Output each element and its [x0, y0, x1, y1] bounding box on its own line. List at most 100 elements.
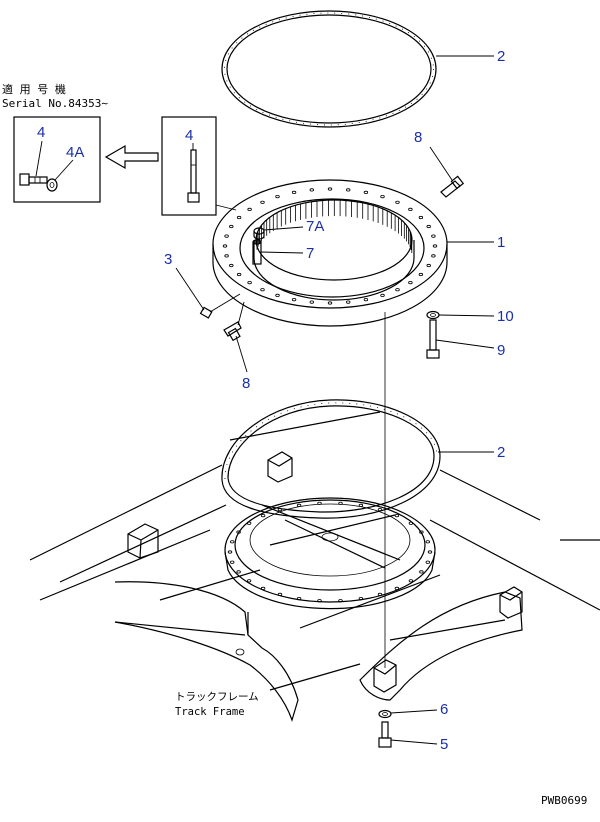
washer-10-icon	[426, 310, 440, 320]
callout-gasket-top: 2	[497, 48, 505, 65]
bearing-bolt-hole	[224, 234, 229, 238]
frame-bolt-hole	[425, 540, 430, 544]
track-frame-label-en: Track Frame	[175, 706, 245, 718]
inset-box-old	[161, 116, 217, 216]
frame-bolt-hole	[408, 521, 414, 525]
frame-bracket-left	[127, 523, 159, 559]
replacement-arrow-icon	[104, 144, 159, 170]
frame-bracket-right-bottom	[373, 659, 397, 693]
callout-bolt-4-new: 4	[37, 124, 45, 141]
bearing-bolt-hole	[275, 195, 280, 199]
callout-bolt-5: 5	[440, 736, 448, 753]
bearing-bolt-hole	[380, 293, 385, 297]
frame-bolt-hole	[236, 570, 241, 574]
frame-bolt-hole	[338, 501, 343, 505]
bearing-bolt-hole	[431, 234, 436, 238]
bearing-bolt-hole	[408, 207, 413, 211]
frame-bolt-hole	[427, 550, 433, 554]
bearing-bolt-hole	[395, 288, 400, 292]
callout-bolt-9: 9	[497, 342, 505, 359]
callout-washer-4a: 4A	[66, 144, 84, 161]
frame-bolt-hole	[296, 503, 302, 507]
callout-washer-10: 10	[497, 308, 514, 325]
bearing-bolt-hole	[291, 190, 297, 194]
frame-bolt-hole	[394, 513, 400, 518]
frame-bolt-hole	[260, 586, 266, 591]
leader-pin-7a	[263, 226, 304, 231]
leader-plug-to-ring	[209, 293, 241, 313]
leader-fitting-to-ring	[237, 301, 245, 326]
serial-note-jp: 適 用 号 機	[2, 82, 66, 96]
frame-bolt-hole	[425, 560, 430, 564]
bearing-bolt-hole	[380, 195, 385, 199]
callout-grease-fitting-bottom: 8	[242, 375, 250, 392]
frame-bolt-hole	[358, 503, 364, 507]
frame-bolt-hole	[394, 586, 400, 591]
leader-pin-7	[260, 251, 304, 254]
frame-bracket-right-top	[499, 586, 523, 619]
bearing-bolt-hole	[260, 200, 265, 204]
bearing-bolt-hole	[432, 244, 438, 248]
frame-bolt-hole	[246, 521, 252, 525]
bearing-bolt-hole	[229, 263, 234, 268]
bearing-bolt-hole	[431, 254, 436, 258]
frame-bolt-hole	[229, 560, 235, 564]
bearing-bolt-hole	[418, 215, 424, 220]
washer-6-icon	[378, 709, 392, 719]
pin-7-icon	[252, 239, 262, 265]
frame-bolt-hole	[296, 596, 302, 601]
bearing-bolt-hole	[426, 224, 431, 229]
serial-note-en: Serial No.84353∼	[2, 97, 108, 110]
bearing-bolt-holes	[222, 187, 438, 305]
bearing-bolt-hole	[260, 288, 265, 292]
bearing-bolt-hole	[222, 244, 228, 248]
frame-bolt-hole	[338, 599, 343, 603]
leader-bolt-9	[435, 339, 495, 349]
bearing-bolt-hole	[418, 272, 424, 277]
bearing-bolt-hole	[363, 297, 369, 302]
frame-bolt-hole	[246, 579, 252, 583]
bolt-4-new-icon	[19, 173, 48, 186]
bolt-9-icon	[426, 319, 440, 359]
callout-plug-3: 3	[164, 251, 172, 268]
callout-bolt-4-old: 4	[185, 127, 193, 144]
washer-4a-new-icon	[46, 178, 58, 192]
grease-fitting-top-icon	[440, 175, 465, 198]
frame-bolt-hole	[358, 596, 364, 601]
bearing-bolt-hole	[395, 200, 400, 204]
frame-bolt-hole	[277, 592, 283, 597]
bearing-bolt-hole	[236, 272, 242, 277]
frame-bolt-hole	[317, 501, 322, 505]
inset-box-new	[13, 116, 101, 203]
callout-grease-fitting-top: 8	[414, 129, 422, 146]
frame-bolt-hole	[377, 592, 383, 597]
bearing-bolt-hole	[309, 300, 314, 304]
pin-7a-icon	[253, 227, 265, 240]
bearing-bolt-hole	[346, 300, 351, 304]
gasket-bottom	[221, 399, 441, 519]
leader-grease-fitting-bottom	[235, 335, 248, 373]
frame-bolt-hole	[377, 507, 383, 512]
leader-washer-4a	[54, 159, 74, 181]
frame-bolt-hole	[419, 530, 424, 534]
frame-bolt-hole	[229, 540, 235, 544]
frame-bolt-hole	[419, 570, 424, 574]
callout-bearing: 1	[497, 234, 505, 251]
leader-bolt-4-new	[35, 140, 43, 177]
bearing-bolt-hole	[363, 190, 369, 194]
leader-plug-3	[175, 267, 205, 311]
frame-bolt-hole	[227, 550, 233, 554]
track-frame-label-jp: トラックフレーム	[175, 691, 259, 703]
bearing-bolt-hole	[309, 188, 314, 192]
bearing-bolt-hole	[327, 187, 333, 191]
bearing-bolt-hole	[408, 280, 413, 285]
callout-gasket-bottom: 2	[497, 444, 505, 461]
bearing-bolt-hole	[229, 224, 234, 229]
callout-pin-7: 7	[306, 245, 314, 262]
bearing-bolt-hole	[236, 215, 242, 220]
bolt-5-icon	[378, 721, 392, 748]
frame-bolt-hole	[408, 579, 414, 583]
leader-washer-6	[390, 709, 438, 714]
frame-bracket-mid	[267, 451, 293, 483]
leader-washer-10	[438, 314, 495, 317]
